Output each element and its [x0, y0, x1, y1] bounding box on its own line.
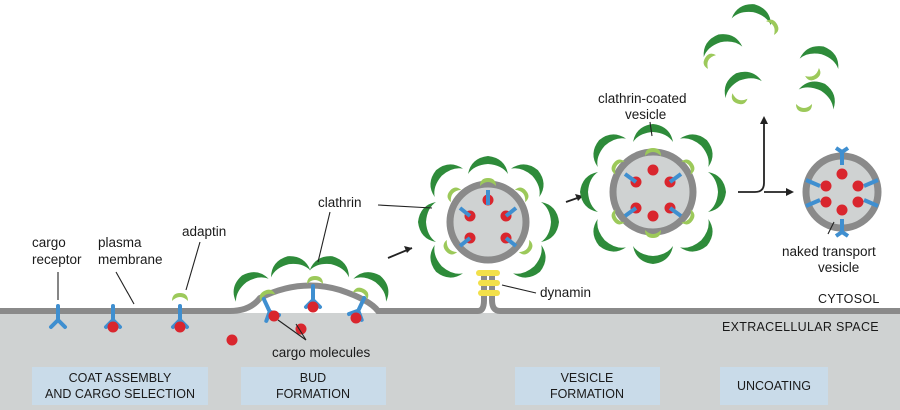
label-naked-transport-vesicle-1: naked transport	[782, 244, 876, 259]
extracellular-space	[0, 313, 900, 410]
arrow-3	[738, 120, 765, 193]
label-adaptin: adaptin	[182, 224, 226, 239]
label-dynamin: dynamin	[540, 285, 591, 300]
label-plasma-membrane-1: plasma	[98, 235, 142, 250]
clathrin-coated-vesicle	[580, 124, 726, 264]
stage-vesicle-formation-line2: FORMATION	[550, 387, 624, 401]
plasma-membrane-right	[489, 272, 900, 314]
label-cargo-molecules: cargo molecules	[272, 345, 371, 360]
stage-uncoating: UNCOATING	[720, 367, 828, 405]
label-cytosol: CYTOSOL	[818, 292, 880, 306]
label-plasma-membrane-2: membrane	[98, 252, 163, 267]
cargo-receptor-adaptin	[171, 293, 189, 333]
free-cargo-molecule	[226, 334, 238, 346]
released-clathrin	[699, 0, 843, 112]
stage-uncoating-line1: UNCOATING	[737, 379, 811, 393]
stage-vesicle-formation: VESICLE FORMATION	[515, 367, 660, 405]
cargo-receptor-2	[104, 304, 122, 333]
stage-bud-formation: BUD FORMATION	[241, 367, 386, 405]
budding-vesicle	[418, 155, 559, 296]
stage-vesicle-formation-line1: VESICLE	[561, 371, 614, 385]
stage-bud-formation-line2: FORMATION	[276, 387, 350, 401]
label-clathrin-coated-vesicle-2: vesicle	[625, 107, 666, 122]
naked-transport-vesicle	[802, 146, 882, 238]
stage-coat-assembly-line2: AND CARGO SELECTION	[45, 387, 195, 401]
label-clathrin: clathrin	[318, 195, 362, 210]
label-extracellular-space: EXTRACELLULAR SPACE	[722, 320, 879, 334]
stage-coat-assembly: COAT ASSEMBLY AND CARGO SELECTION	[32, 367, 208, 405]
plasma-membrane	[0, 272, 487, 314]
bud-coat	[225, 252, 397, 335]
stage-coat-assembly-line1: COAT ASSEMBLY	[69, 371, 172, 385]
label-clathrin-coated-vesicle-1: clathrin-coated	[598, 91, 687, 106]
stage-bud-formation-line1: BUD	[300, 371, 326, 385]
label-cargo-receptor-2: receptor	[32, 252, 82, 267]
label-naked-transport-vesicle-2: vesicle	[818, 260, 859, 275]
label-cargo-receptor-1: cargo	[32, 235, 66, 250]
